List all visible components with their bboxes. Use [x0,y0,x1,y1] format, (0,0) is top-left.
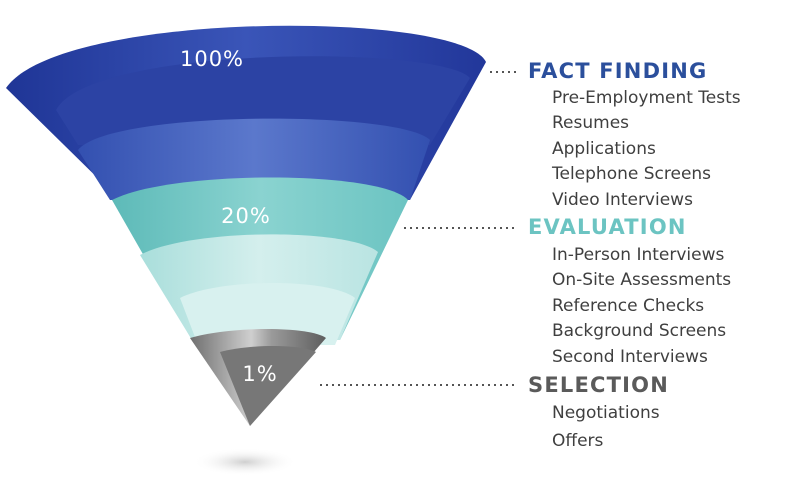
stage-title-selection: SELECTION [528,373,669,397]
list-item: Background Screens [552,321,727,342]
funnel-shadow [193,448,297,476]
funnel-step-gray-inner [220,346,316,426]
stage-list-fact-finding: Pre-Employment Tests Resumes Application… [552,86,741,213]
stage-list-selection: Negotiations Offers [552,400,660,455]
list-item: Telephone Screens [552,164,712,185]
list-item: Negotiations [552,403,660,423]
list-item: Second Interviews [552,346,708,367]
list-item: Video Interviews [552,189,693,210]
percent-label-selection: 1% [242,362,277,386]
list-item: Pre-Employment Tests [552,88,741,108]
stage-list-evaluation: In-Person Interviews On-Site Assessments… [552,243,731,370]
stage-title-evaluation: EVALUATION [528,215,687,239]
list-item: On-Site Assessments [552,270,732,291]
list-item: In-Person Interviews [552,245,725,265]
list-item: Reference Checks [552,295,705,316]
percent-label-fact-finding: 100% [180,47,244,71]
list-item: Applications [552,138,656,159]
funnel-step-teal-inner [180,283,355,345]
percent-label-evaluation: 20% [221,204,271,228]
list-item: Resumes [552,113,630,134]
funnel-step-blue-2 [78,118,430,200]
stage-title-fact-finding: FACT FINDING [528,59,708,83]
list-item: Offers [552,430,604,451]
funnel-step-blue-1 [56,56,470,146]
